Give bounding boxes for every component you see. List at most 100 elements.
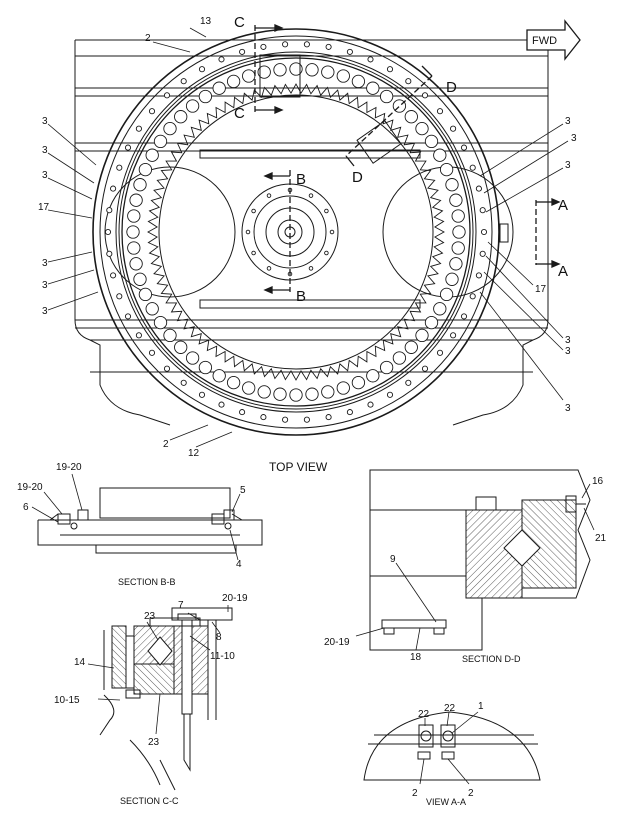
ring-bolt [163, 92, 171, 99]
ring-bolt [460, 313, 468, 320]
callout-2-bottom: 2 [163, 439, 169, 450]
callout-3-right-2: 3 [571, 133, 577, 144]
bearing-roller [145, 302, 159, 316]
callout-4: 4 [236, 559, 242, 570]
bearing-roller [392, 351, 407, 365]
callout-2-top: 2 [145, 33, 151, 44]
ring-bolt [367, 401, 374, 408]
section-bb-leaders [31, 473, 241, 561]
callout-16: 16 [592, 476, 604, 487]
bearing-roller [138, 287, 153, 302]
section-cc-leaders [87, 605, 229, 735]
section-letter-d-bottom: D [352, 169, 363, 186]
bearing-roller [185, 99, 200, 113]
section-cc-drawing [99, 607, 233, 791]
callout-11-10: 11-10 [210, 651, 235, 662]
callout-3-right-5: 3 [565, 346, 571, 357]
bearing-roller [449, 257, 463, 271]
top-view-leaders [47, 27, 569, 448]
bearing-roller [305, 387, 319, 401]
bearing-roller [257, 65, 271, 79]
ring-bolt [346, 48, 353, 55]
bearing-roller [305, 63, 319, 77]
fwd-label: FWD [532, 35, 557, 47]
bearing-roller [153, 315, 168, 330]
hub-bolt [329, 229, 335, 235]
ring-bolt [124, 313, 132, 320]
bearing-roller [174, 110, 188, 124]
ring-bolt [386, 391, 394, 398]
bearing-roller [163, 328, 177, 343]
section-bb-drawing [37, 487, 263, 554]
ring-bolt [260, 414, 267, 421]
ring-bolt [325, 414, 332, 421]
bearing-roller [404, 340, 418, 354]
callout-17-right: 17 [535, 284, 547, 295]
bearing-roller [445, 272, 459, 286]
section-dd-drawing [369, 469, 591, 651]
ring-bolt [135, 332, 142, 339]
callout-1: 1 [478, 701, 484, 712]
callout-3-right-6: 3 [565, 403, 571, 414]
ring-bolt [135, 125, 142, 132]
ring-bolt [106, 207, 113, 214]
callout-21: 21 [595, 533, 607, 544]
callout-10-15: 10-15 [54, 695, 80, 706]
callout-3-right-4: 3 [565, 335, 571, 346]
bearing-roller [379, 89, 394, 104]
callout-12: 12 [188, 448, 200, 459]
bearing-roller [379, 360, 394, 375]
bearing-roller [212, 81, 226, 95]
bearing-roller [424, 315, 439, 330]
section-letter-b-top: B [296, 171, 306, 188]
bearing-roller [226, 375, 241, 390]
callout-22-right: 22 [444, 703, 456, 714]
section-cut-marks [254, 24, 561, 294]
bearing-roller [351, 375, 366, 390]
section-letter-c-top: C [234, 14, 245, 31]
ring-bolt [106, 250, 113, 257]
callout-3-left-4: 3 [42, 258, 48, 269]
callout-5: 5 [240, 485, 246, 496]
hub-bolt [324, 208, 329, 214]
view-aa-title: VIEW A-A [426, 797, 466, 807]
bearing-roller [366, 81, 380, 95]
ring-bolt [405, 78, 412, 85]
ring-bolt [239, 409, 246, 416]
bearing-roller [129, 257, 143, 271]
hub-bolt [245, 229, 251, 235]
bearing-roller [336, 381, 350, 395]
bearing-roller [226, 74, 241, 89]
ring-bolt [218, 56, 225, 63]
ring-bolt [239, 48, 246, 55]
bearing-roller [404, 110, 418, 124]
callout-3-left-3: 3 [42, 170, 48, 181]
ring-bolt [116, 293, 123, 300]
bearing-roller [451, 209, 465, 223]
ring-bolt [282, 416, 289, 423]
callout-3-left-6: 3 [42, 306, 48, 317]
ring-bolt [469, 164, 476, 171]
section-dd-title: SECTION D-D [462, 654, 521, 664]
bearing-roller [452, 225, 466, 239]
ring-bolt [475, 272, 482, 279]
top-view-title: TOP VIEW [269, 460, 328, 474]
ring-bolt [450, 125, 457, 132]
ring-bolt [260, 43, 267, 50]
section-letter-a-top: A [558, 197, 568, 214]
hub-bolt [308, 266, 314, 271]
callout-3-left-5: 3 [42, 280, 48, 291]
bearing-roller [351, 74, 366, 89]
forward-arrow-icon: FWD [526, 19, 581, 61]
bearing-roller [242, 381, 256, 395]
ring-bolt [148, 108, 156, 115]
bearing-roller [433, 148, 447, 162]
ring-bolt [303, 416, 310, 423]
ring-bolt [346, 409, 353, 416]
callout-22-left: 22 [418, 709, 430, 720]
section-letter-b-bottom: B [296, 288, 306, 305]
hub-bolt [324, 250, 329, 256]
bearing-roller [174, 340, 188, 354]
bearing-rollers [126, 62, 466, 402]
